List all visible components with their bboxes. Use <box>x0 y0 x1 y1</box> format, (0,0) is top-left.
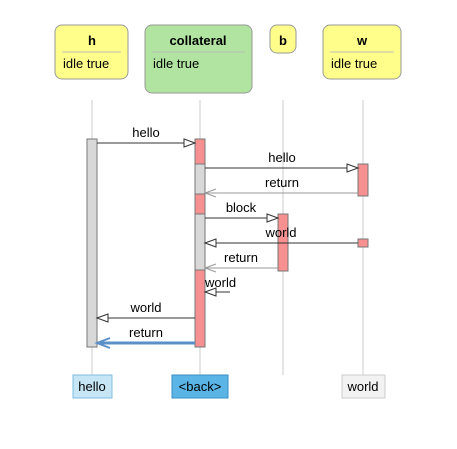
result-tag-w: world <box>341 374 386 399</box>
message-block-collateral-to-b: block <box>205 200 280 223</box>
message-label: return <box>129 325 163 340</box>
participant-w: w idle true <box>322 24 402 80</box>
participant-w-name: w <box>356 33 368 48</box>
activation-collateral-wait-1 <box>194 163 206 195</box>
message-label: hello <box>268 150 295 165</box>
message-world-w-to-collateral: world <box>203 225 358 248</box>
participant-b: b <box>269 24 297 54</box>
message-world-self: world <box>203 275 236 297</box>
message-hello-collateral-to-w: hello <box>205 150 360 173</box>
message-label: world <box>129 300 161 315</box>
result-tag-label: hello <box>78 379 105 394</box>
result-tag-label: <back> <box>179 379 222 394</box>
activation-h <box>86 138 98 348</box>
message-return-b-to-collateral: return <box>203 250 278 273</box>
activation-collateral-wait-2 <box>194 213 206 271</box>
participant-b-name: b <box>279 33 287 48</box>
participant-h: h idle true <box>54 24 129 80</box>
result-tag-label: world <box>346 379 378 394</box>
message-label: hello <box>132 125 159 140</box>
message-return-collateral-to-h: return <box>94 325 195 349</box>
result-tag-h: hello <box>72 374 113 399</box>
message-hello-h-to-collateral: hello <box>97 125 197 148</box>
message-world-collateral-to-h: world <box>95 300 195 323</box>
message-label: return <box>224 250 258 265</box>
participant-collateral-name: collateral <box>169 33 226 48</box>
participant-collateral: collateral idle true <box>144 24 253 94</box>
result-tag-collateral: <back> <box>171 374 229 399</box>
participant-w-state: idle true <box>331 56 377 71</box>
activation-w-1 <box>357 163 369 197</box>
message-label: block <box>226 200 257 215</box>
message-return-w-to-collateral: return <box>203 175 358 198</box>
participant-h-state: idle true <box>63 56 109 71</box>
activation-w-2 <box>357 238 369 248</box>
message-label: return <box>265 175 299 190</box>
message-label: world <box>264 225 296 240</box>
participant-h-name: h <box>88 33 96 48</box>
message-label: world <box>204 275 236 290</box>
participant-collateral-state: idle true <box>153 56 199 71</box>
